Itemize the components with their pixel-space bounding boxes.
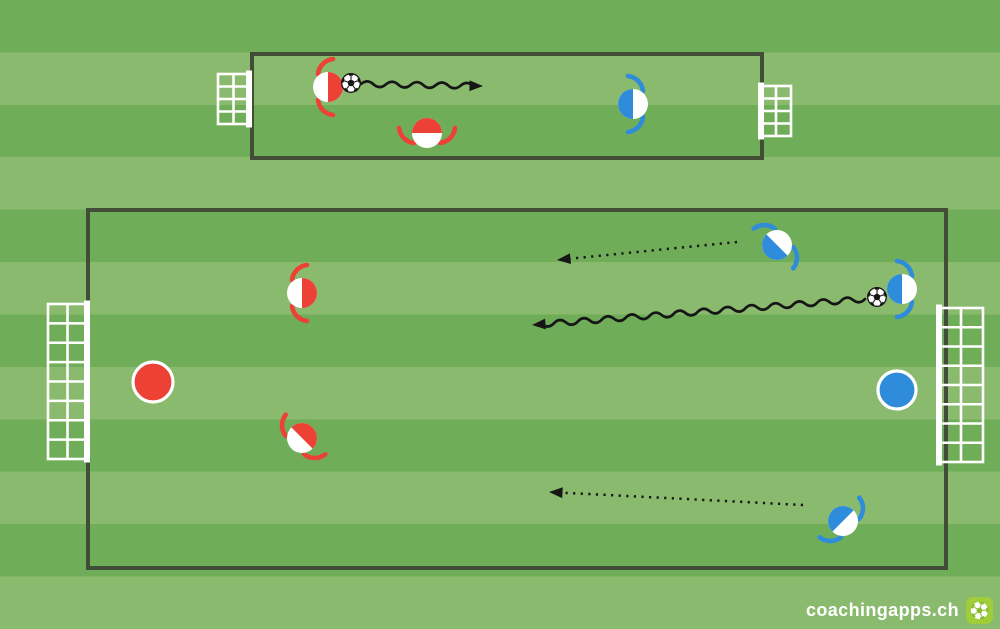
ball-rim-patch bbox=[353, 87, 359, 93]
player-arm bbox=[817, 534, 844, 544]
player-arm bbox=[396, 125, 417, 146]
ball-pentagon bbox=[347, 79, 355, 87]
player-body-front bbox=[291, 423, 317, 449]
goal-small-left[interactable] bbox=[216, 70, 252, 128]
dotted-line bbox=[565, 240, 738, 261]
run-arrow-bottom[interactable] bbox=[549, 487, 804, 507]
dribble-arrow-main-pitch[interactable] bbox=[532, 296, 867, 330]
player-body-front bbox=[302, 278, 317, 308]
wavy-line bbox=[540, 296, 867, 328]
goal-small-right[interactable] bbox=[758, 82, 793, 140]
ball-rim-patch bbox=[867, 291, 871, 297]
ball-rim-patch bbox=[869, 301, 875, 307]
player-red-1[interactable] bbox=[313, 56, 343, 118]
ball-rim-patch bbox=[879, 301, 885, 307]
player-blue-1[interactable] bbox=[618, 73, 648, 135]
player-arm bbox=[301, 451, 328, 461]
player-red-4[interactable] bbox=[272, 408, 333, 469]
goalkeeper-blue[interactable] bbox=[876, 369, 918, 411]
wavy-line bbox=[359, 80, 475, 90]
player-arm bbox=[751, 222, 778, 232]
ball-rim-patch bbox=[357, 77, 361, 83]
player-body-front bbox=[618, 89, 633, 119]
ball-pentagon bbox=[873, 293, 881, 301]
player-red-3[interactable] bbox=[287, 262, 317, 324]
player-arm bbox=[289, 303, 310, 324]
player-arm bbox=[279, 412, 289, 439]
ball-rim-patch bbox=[883, 291, 887, 297]
goalkeeper-red[interactable] bbox=[131, 360, 175, 404]
arrowhead bbox=[557, 253, 571, 265]
player-arm bbox=[790, 244, 800, 271]
ball-rim-patch bbox=[341, 77, 345, 83]
player-arm bbox=[315, 56, 336, 77]
player-arm bbox=[894, 258, 915, 279]
run-arrow-top[interactable] bbox=[557, 240, 738, 265]
player-body-front bbox=[328, 72, 343, 102]
arrowhead bbox=[532, 318, 546, 330]
arrowhead bbox=[549, 487, 563, 499]
main-pitch[interactable] bbox=[86, 208, 948, 570]
player-arm bbox=[625, 114, 646, 135]
player-blue-3[interactable] bbox=[887, 258, 917, 320]
ball-rim-patch bbox=[343, 87, 349, 93]
goal-main-left[interactable] bbox=[46, 300, 90, 463]
player-arm bbox=[289, 262, 310, 283]
player-red-2[interactable] bbox=[396, 118, 458, 148]
arrowhead bbox=[469, 80, 483, 92]
player-arm bbox=[856, 495, 866, 522]
player-arm bbox=[894, 299, 915, 320]
player-body-front bbox=[887, 274, 902, 304]
player-blue-2[interactable] bbox=[747, 215, 808, 276]
player-arm bbox=[315, 97, 336, 118]
dotted-line bbox=[557, 491, 804, 507]
small-pitch[interactable] bbox=[250, 52, 764, 160]
player-blue-4[interactable] bbox=[813, 491, 874, 552]
ball-main-pitch[interactable] bbox=[867, 287, 887, 307]
player-arm bbox=[625, 73, 646, 94]
goal-main-right[interactable] bbox=[936, 304, 985, 466]
player-body-front bbox=[412, 118, 442, 133]
player-body-front bbox=[762, 234, 788, 260]
dribble-arrow-small-pitch[interactable] bbox=[359, 80, 483, 92]
player-arm bbox=[437, 125, 458, 146]
ball-small-pitch[interactable] bbox=[341, 73, 361, 93]
